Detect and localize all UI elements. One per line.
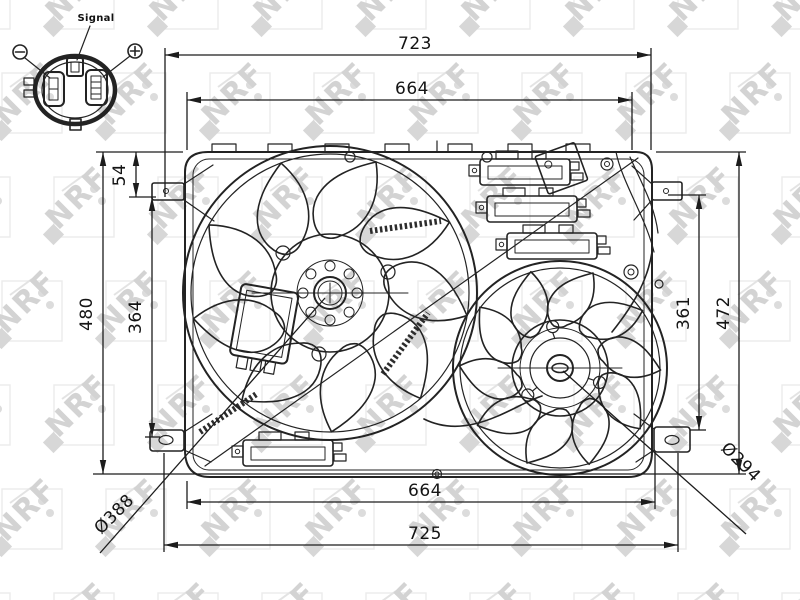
watermark-tile: NRF xyxy=(39,159,117,246)
signal-terminal xyxy=(66,57,84,77)
svg-text:NRF: NRF xyxy=(611,55,689,133)
small-fan xyxy=(452,260,668,476)
svg-text:NRF: NRF xyxy=(663,367,741,445)
watermark-tile: NRF xyxy=(39,575,117,600)
svg-text:NRF: NRF xyxy=(39,575,117,600)
svg-text:NRF: NRF xyxy=(143,367,221,445)
watermark-tile: NRF xyxy=(715,471,792,558)
watermark-tile: NRF xyxy=(559,0,636,38)
svg-text:NRF: NRF xyxy=(611,471,689,549)
dim-small-fan-diameter: Ø294 xyxy=(717,438,765,486)
watermark-tile: NRF xyxy=(663,575,741,600)
watermark-tile: NRF xyxy=(299,55,377,142)
svg-text:NRF: NRF xyxy=(455,159,533,237)
mount-bracket-top-left xyxy=(151,164,215,222)
large-fan xyxy=(182,145,478,441)
connector-detail: Signal xyxy=(12,13,143,131)
dim-left-outer: 480 xyxy=(77,297,97,331)
svg-text:NRF: NRF xyxy=(299,55,377,133)
tilted-plate xyxy=(534,142,589,195)
watermark-tile: NRF xyxy=(559,575,637,600)
dim-bottom-inner: 664 xyxy=(408,481,442,501)
svg-text:NRF: NRF xyxy=(455,575,533,600)
svg-text:NRF: NRF xyxy=(247,575,325,600)
watermark-tile: NRF xyxy=(0,575,12,600)
watermark-tile: NRF xyxy=(143,367,221,454)
dim-left-inner: 364 xyxy=(126,300,146,334)
svg-text:NRF: NRF xyxy=(715,55,793,133)
svg-text:NRF: NRF xyxy=(195,55,273,133)
watermark-tile: NRF xyxy=(455,575,533,600)
watermark-tile: NRF xyxy=(195,55,273,142)
watermark-tile: NRF xyxy=(611,471,689,558)
watermark-tile: NRF xyxy=(767,367,800,454)
svg-text:NRF: NRF xyxy=(39,159,117,237)
svg-text:NRF: NRF xyxy=(351,575,429,600)
watermark-tile: NRF xyxy=(455,0,532,38)
dim-top-outer: 723 xyxy=(398,34,432,54)
dim-right-inner: 361 xyxy=(674,296,694,330)
negative-terminal xyxy=(43,71,65,107)
watermark-tile: NRF xyxy=(0,263,64,350)
watermark-tile: NRF xyxy=(143,0,220,38)
bracket-rail-bottom xyxy=(231,431,347,467)
watermark-tile: NRF xyxy=(0,471,64,558)
svg-text:NRF: NRF xyxy=(767,367,800,445)
svg-text:NRF: NRF xyxy=(559,575,637,600)
watermark-tile: NRF xyxy=(351,575,429,600)
svg-text:NRF: NRF xyxy=(663,159,741,237)
fan-control-module xyxy=(229,283,300,375)
svg-text:NRF: NRF xyxy=(39,367,117,445)
watermark-tile: NRF xyxy=(143,575,221,600)
svg-text:NRF: NRF xyxy=(0,263,64,341)
watermark-tile: NRF xyxy=(663,0,740,38)
watermark-tile: NRF xyxy=(767,159,800,246)
svg-text:NRF: NRF xyxy=(663,575,741,600)
svg-text:NRF: NRF xyxy=(559,367,637,445)
svg-text:NRF: NRF xyxy=(507,471,585,549)
watermark-tile: NRF xyxy=(507,471,585,558)
watermark-tile: NRF xyxy=(507,55,585,142)
minus-icon xyxy=(12,44,28,60)
svg-text:NRF: NRF xyxy=(0,471,64,549)
watermark-tile: NRF xyxy=(507,263,585,350)
watermark-tile: NRF xyxy=(715,55,793,142)
watermark-tile: NRF xyxy=(351,0,428,38)
dim-top-inner: 664 xyxy=(395,79,429,99)
watermark-tile: NRF xyxy=(0,367,12,446)
fan-shroud-frame xyxy=(149,140,691,478)
watermark-tile: NRF xyxy=(0,159,12,238)
svg-text:NRF: NRF xyxy=(195,471,273,549)
watermark-tile: NRF xyxy=(247,575,325,600)
dim-left-offset: 54 xyxy=(110,164,130,187)
watermark-tile: NRF xyxy=(0,0,12,30)
watermark-tile: NRF xyxy=(39,367,117,454)
plus-icon xyxy=(127,43,143,59)
dim-bottom-outer: 725 xyxy=(408,524,442,544)
svg-text:NRF: NRF xyxy=(767,575,800,600)
svg-text:NRF: NRF xyxy=(143,575,221,600)
watermark-tile: NRF xyxy=(247,159,324,246)
watermark-tile: NRF xyxy=(195,263,272,350)
positive-terminal xyxy=(85,69,108,106)
watermark-tile: NRF xyxy=(767,575,800,600)
watermark-tile: NRF xyxy=(195,471,273,558)
svg-text:NRF: NRF xyxy=(299,471,377,549)
watermark-tile: NRF xyxy=(663,159,741,246)
watermark-tile: NRF xyxy=(247,0,324,38)
watermark-tile: NRF xyxy=(299,471,377,558)
watermark-tile: NRF xyxy=(351,159,428,246)
signal-label: Signal xyxy=(78,13,115,24)
watermark-tile: NRF xyxy=(767,0,800,38)
svg-text:NRF: NRF xyxy=(507,263,585,341)
svg-text:NRF: NRF xyxy=(767,159,800,237)
bracket-rail-3 xyxy=(495,224,611,260)
svg-text:NRF: NRF xyxy=(507,55,585,133)
dim-right-outer: 472 xyxy=(714,296,734,330)
